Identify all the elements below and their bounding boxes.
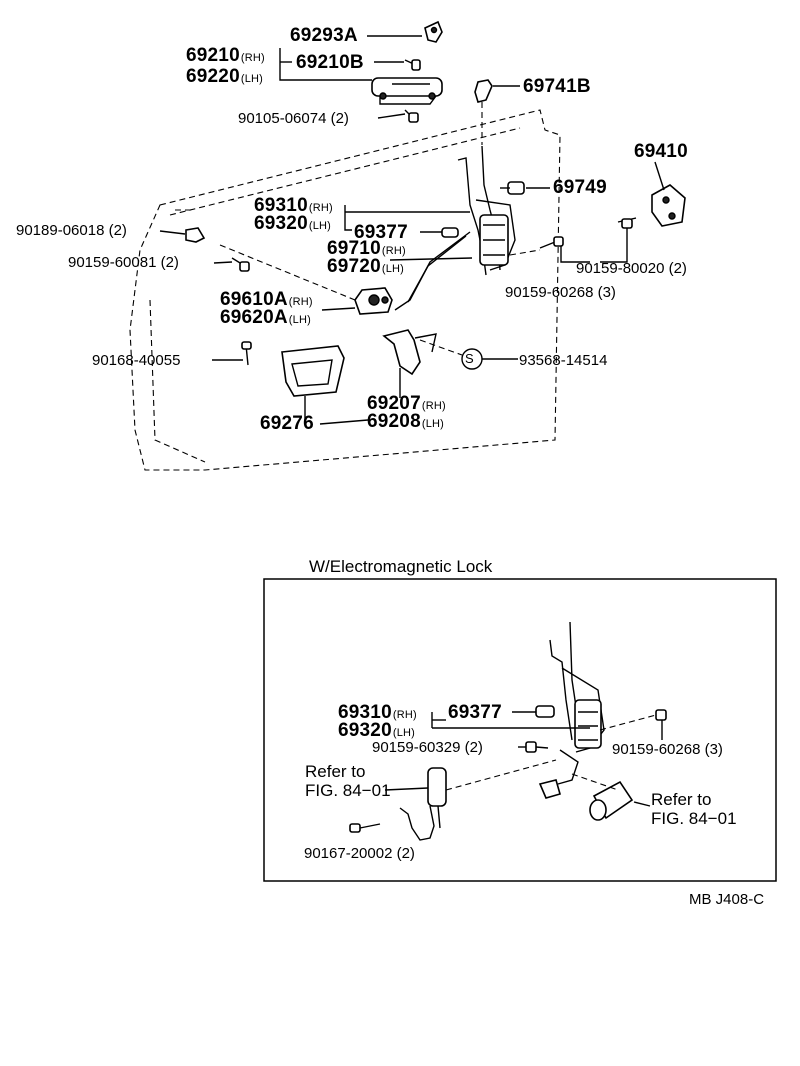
label-69610a-rh-suffix: (RH) xyxy=(288,296,313,308)
inset-solenoid-left-part xyxy=(399,767,447,841)
inset-label-69377: 69377 xyxy=(448,702,502,723)
label-69620a-lh: 69620A(LH) xyxy=(220,307,311,331)
inset-label-69310-number: 69310 xyxy=(338,702,392,723)
lock-knob-part xyxy=(474,79,493,103)
label-69220-lh: 69220(LH) xyxy=(186,66,263,90)
label-69610a-rh: 69610A(RH) xyxy=(220,289,313,313)
rod-69710-part xyxy=(394,231,471,311)
label-69210-rh-suffix: (RH) xyxy=(240,52,265,64)
label-69276: 69276 xyxy=(260,413,314,434)
inset-refer-right-line2: FIG. 84−01 xyxy=(651,809,737,828)
clip-69377-part xyxy=(441,227,459,238)
label-90159-80020: 90159-80020 (2) xyxy=(576,260,687,277)
clip-69293a-part xyxy=(424,20,443,43)
label-90105-06074: 90105-06074 (2) xyxy=(238,110,349,127)
label-90189-06018: 90189-06018 (2) xyxy=(16,222,127,239)
inset-box xyxy=(263,578,777,882)
label-69210-number: 69210 xyxy=(186,45,240,66)
bolt-60268-part xyxy=(509,236,564,256)
label-69610a-number: 69610A xyxy=(220,289,288,310)
label-69207-rh-suffix: (RH) xyxy=(421,400,446,412)
label-69310-rh-suffix: (RH) xyxy=(308,202,333,214)
label-69210-rh: 69210(RH) xyxy=(186,45,265,69)
bracket-69207-part xyxy=(382,329,437,376)
screw-90168-part xyxy=(241,341,252,366)
label-69208-number: 69208 xyxy=(367,411,421,432)
bolt-80020-part xyxy=(617,217,637,229)
label-69710-number: 69710 xyxy=(327,238,381,259)
label-69710-rh: 69710(RH) xyxy=(327,238,406,262)
label-69320-lh-suffix: (LH) xyxy=(308,220,332,232)
inset-label-90159-60329: 90159-60329 (2) xyxy=(372,739,483,756)
label-s-mark: S xyxy=(465,351,474,366)
inset-label-69320-lh-suffix: (LH) xyxy=(392,727,416,739)
screw-69210b-part xyxy=(404,59,421,71)
label-69710-rh-suffix: (RH) xyxy=(381,245,406,257)
inset-title: W/Electromagnetic Lock xyxy=(309,557,493,576)
label-69620a-lh-suffix: (LH) xyxy=(288,314,311,326)
diagram-code: MB J408-C xyxy=(689,891,765,908)
inside-handle-part xyxy=(354,287,393,315)
label-69310-number: 69310 xyxy=(254,195,308,216)
label-69207-rh: 69207(RH) xyxy=(367,393,446,417)
inset-actuator-right-part xyxy=(445,759,634,821)
inset-refer-right-line1: Refer to xyxy=(651,790,712,809)
inset-lock-assembly-part xyxy=(538,621,605,799)
inset-bolt-60268-part xyxy=(599,709,667,731)
inset-label-90159-60268: 90159-60268 (3) xyxy=(612,741,723,758)
label-90159-60081: 90159-60081 (2) xyxy=(68,254,179,271)
inset-refer-left-line2: FIG. 84−01 xyxy=(305,781,391,800)
inset-label-90167-20002: 90167-20002 (2) xyxy=(304,845,415,862)
door-lock-assembly-part xyxy=(457,102,516,276)
inset-label-69320-lh: 69320(LH) xyxy=(338,720,415,744)
bolt-90105-part xyxy=(404,109,419,123)
label-69749: 69749 xyxy=(553,177,607,198)
label-69310-rh: 69310(RH) xyxy=(254,195,333,219)
label-69620a-number: 69620A xyxy=(220,307,288,328)
inset-label-69310-rh-suffix: (RH) xyxy=(392,709,417,721)
inset-clip-69377-part xyxy=(535,705,555,718)
retainer-90189-part xyxy=(185,227,206,243)
striker-part xyxy=(651,184,686,227)
clip-69749-part xyxy=(500,181,525,195)
label-69320-lh: 69320(LH) xyxy=(254,213,331,237)
inset-label-69310-rh: 69310(RH) xyxy=(338,702,417,726)
label-69207-number: 69207 xyxy=(367,393,421,414)
label-69720-lh: 69720(LH) xyxy=(327,256,404,280)
inset-leader-lines xyxy=(384,711,663,807)
inset-refer-left-line1: Refer to xyxy=(305,762,366,781)
label-69320-number: 69320 xyxy=(254,213,308,234)
bolt-60081-part xyxy=(231,257,250,272)
outside-handle-part xyxy=(371,77,443,105)
label-69210b: 69210B xyxy=(296,52,364,73)
label-69220-lh-suffix: (LH) xyxy=(240,73,264,85)
inset-screw-90167-part xyxy=(349,823,381,833)
label-69720-number: 69720 xyxy=(327,256,381,277)
label-90159-60268: 90159-60268 (3) xyxy=(505,284,616,301)
door-panel-outline xyxy=(129,109,561,471)
label-69377: 69377 xyxy=(354,222,408,243)
label-69220-number: 69220 xyxy=(186,66,240,87)
label-69208-lh: 69208(LH) xyxy=(367,411,444,435)
label-69208-lh-suffix: (LH) xyxy=(421,418,445,430)
inside-handle-bezel-part xyxy=(281,345,345,397)
label-69293a: 69293A xyxy=(290,25,358,46)
label-69741b: 69741B xyxy=(523,76,591,97)
label-90168-40055: 90168-40055 xyxy=(92,352,181,369)
inset-label-69320-number: 69320 xyxy=(338,720,392,741)
leader-lines xyxy=(159,35,665,425)
label-69720-lh-suffix: (LH) xyxy=(381,263,405,275)
inset-bolt-60329-part xyxy=(525,741,549,753)
label-69410: 69410 xyxy=(634,141,688,162)
label-93568-14514: 93568-14514 xyxy=(519,352,608,369)
